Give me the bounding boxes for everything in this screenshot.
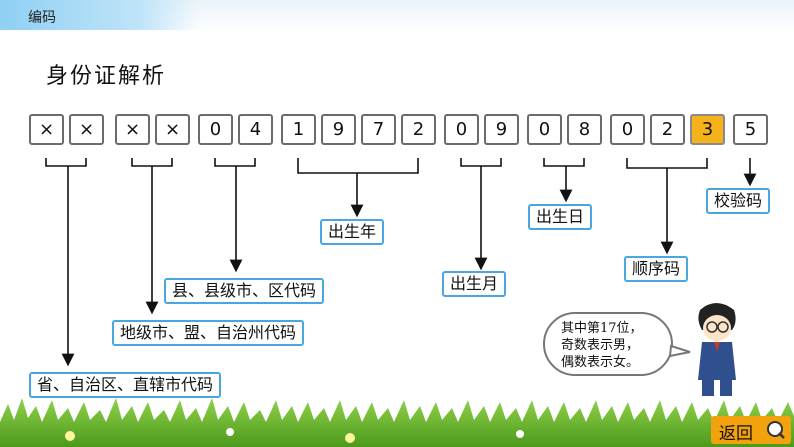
digit-box-17-highlighted: 3 xyxy=(690,114,725,145)
digit-box-3: × xyxy=(115,114,150,145)
label-sequence-code: 顺序码 xyxy=(624,256,689,282)
note-line-1: 其中第17位， xyxy=(561,321,643,336)
search-icon xyxy=(767,421,785,439)
label-birth-day: 出生日 xyxy=(528,204,593,230)
digit-box-16: 2 xyxy=(650,114,685,145)
label-birth-year: 出生年 xyxy=(320,219,385,245)
digit-box-18: 5 xyxy=(733,114,768,145)
digit-box-15: 0 xyxy=(610,114,645,145)
digit-box-13: 0 xyxy=(527,114,562,145)
digit-box-11: 0 xyxy=(444,114,479,145)
label-province-code: 省、自治区、直辖市代码 xyxy=(29,372,222,398)
top-bar: 编码 xyxy=(0,0,794,34)
digit-box-6: 4 xyxy=(238,114,273,145)
digit-box-12: 9 xyxy=(484,114,519,145)
digit-box-5: 0 xyxy=(198,114,233,145)
digit-box-8: 9 xyxy=(321,114,356,145)
label-prefecture-code: 地级市、盟、自治州代码 xyxy=(112,320,305,346)
page-title: 身份证解析 xyxy=(46,64,167,89)
note-line-2: 奇数表示男， xyxy=(561,338,640,353)
grass-decoration xyxy=(0,398,794,447)
section-title: 编码 xyxy=(28,10,56,26)
digit-box-9: 7 xyxy=(361,114,396,145)
bracket-province xyxy=(45,158,87,167)
back-button[interactable]: 返回 xyxy=(711,416,791,444)
label-birth-month: 出生月 xyxy=(442,271,507,297)
digit-box-10: 2 xyxy=(401,114,436,145)
digit-box-1: × xyxy=(29,114,64,145)
note-bubble: 其中第17位， 奇数表示男， 偶数表示女。 xyxy=(543,312,673,376)
digit-box-7: 1 xyxy=(281,114,316,145)
digit-box-2: × xyxy=(69,114,104,145)
back-button-label: 返回 xyxy=(719,424,753,444)
label-check-code: 校验码 xyxy=(706,188,771,214)
cartoon-boy-illustration xyxy=(698,303,736,396)
note-line-3: 偶数表示女。 xyxy=(561,355,640,370)
bracket-year xyxy=(297,158,419,174)
bracket-county xyxy=(214,158,256,167)
digit-box-4: × xyxy=(155,114,190,145)
section-tab xyxy=(0,0,200,30)
label-county-code: 县、县级市、区代码 xyxy=(164,278,325,304)
digit-box-14: 8 xyxy=(567,114,602,145)
bracket-day xyxy=(543,158,585,167)
